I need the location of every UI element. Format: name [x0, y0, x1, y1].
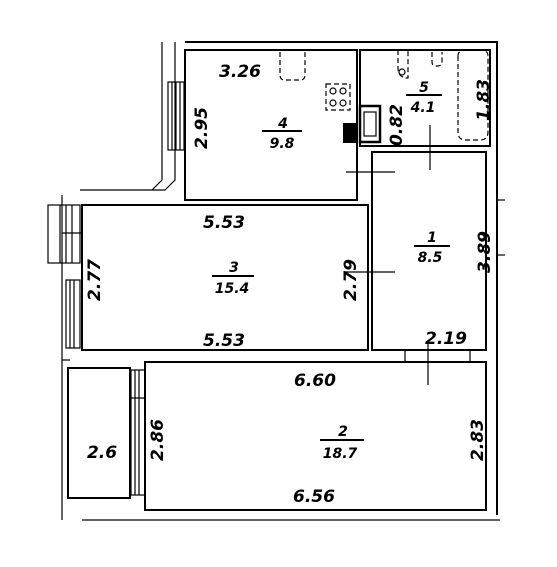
room-label-4: 4 9.8 [262, 116, 302, 152]
dim-room2-top: 6.60 [294, 371, 336, 391]
room-number: 3 [229, 260, 239, 276]
door-markers [345, 125, 471, 385]
bathroom-fixtures [397, 49, 489, 141]
kitchen-fixtures [279, 52, 382, 144]
dim-room4-left: 2.95 [192, 107, 212, 149]
room-label-5: 5 4.1 [406, 80, 442, 116]
room-area: 8.5 [418, 250, 443, 266]
dim-room4-top: 3.26 [219, 62, 261, 82]
dim-room1-bottom: 2.19 [425, 329, 467, 349]
outer-walls [61, 41, 505, 521]
dim-room5-right: 1.83 [474, 79, 494, 121]
dimension-labels: 3.26 2.95 0.82 1.83 5.53 5.53 2.77 2.79 … [85, 62, 495, 507]
window-room4 [167, 81, 185, 151]
room-1 [371, 151, 487, 351]
dim-room2-left: 2.86 [148, 419, 168, 461]
room-area: 4.1 [410, 100, 436, 116]
room-label-3: 3 15.4 [212, 260, 254, 297]
dim-room1-right: 3.89 [475, 231, 495, 273]
dim-room2-bottom: 6.56 [293, 487, 335, 507]
room-area: 18.7 [323, 446, 358, 462]
room-label-2: 2 18.7 [320, 424, 364, 462]
room-2 [144, 361, 487, 511]
dim-room2-right: 2.83 [468, 419, 488, 461]
room-label-1: 1 8.5 [414, 230, 450, 266]
dim-room3-bottom: 5.53 [203, 331, 245, 351]
dim-room3-left: 2.77 [85, 259, 105, 301]
dim-room5-left: 0.82 [387, 104, 407, 146]
room-number: 2 [338, 424, 348, 440]
dim-room3-right: 2.79 [341, 259, 361, 301]
dim-room3-top: 5.53 [203, 213, 245, 233]
room-area: 9.8 [270, 136, 295, 152]
dim-balcony-width: 2.6 [87, 443, 117, 463]
balcony [67, 367, 131, 499]
room-number: 4 [277, 116, 288, 132]
room-number: 1 [427, 230, 437, 246]
room-3 [81, 204, 369, 351]
room-5 [359, 49, 491, 147]
room-area: 15.4 [215, 281, 250, 297]
room-4 [184, 49, 358, 201]
room-number: 5 [419, 80, 429, 96]
